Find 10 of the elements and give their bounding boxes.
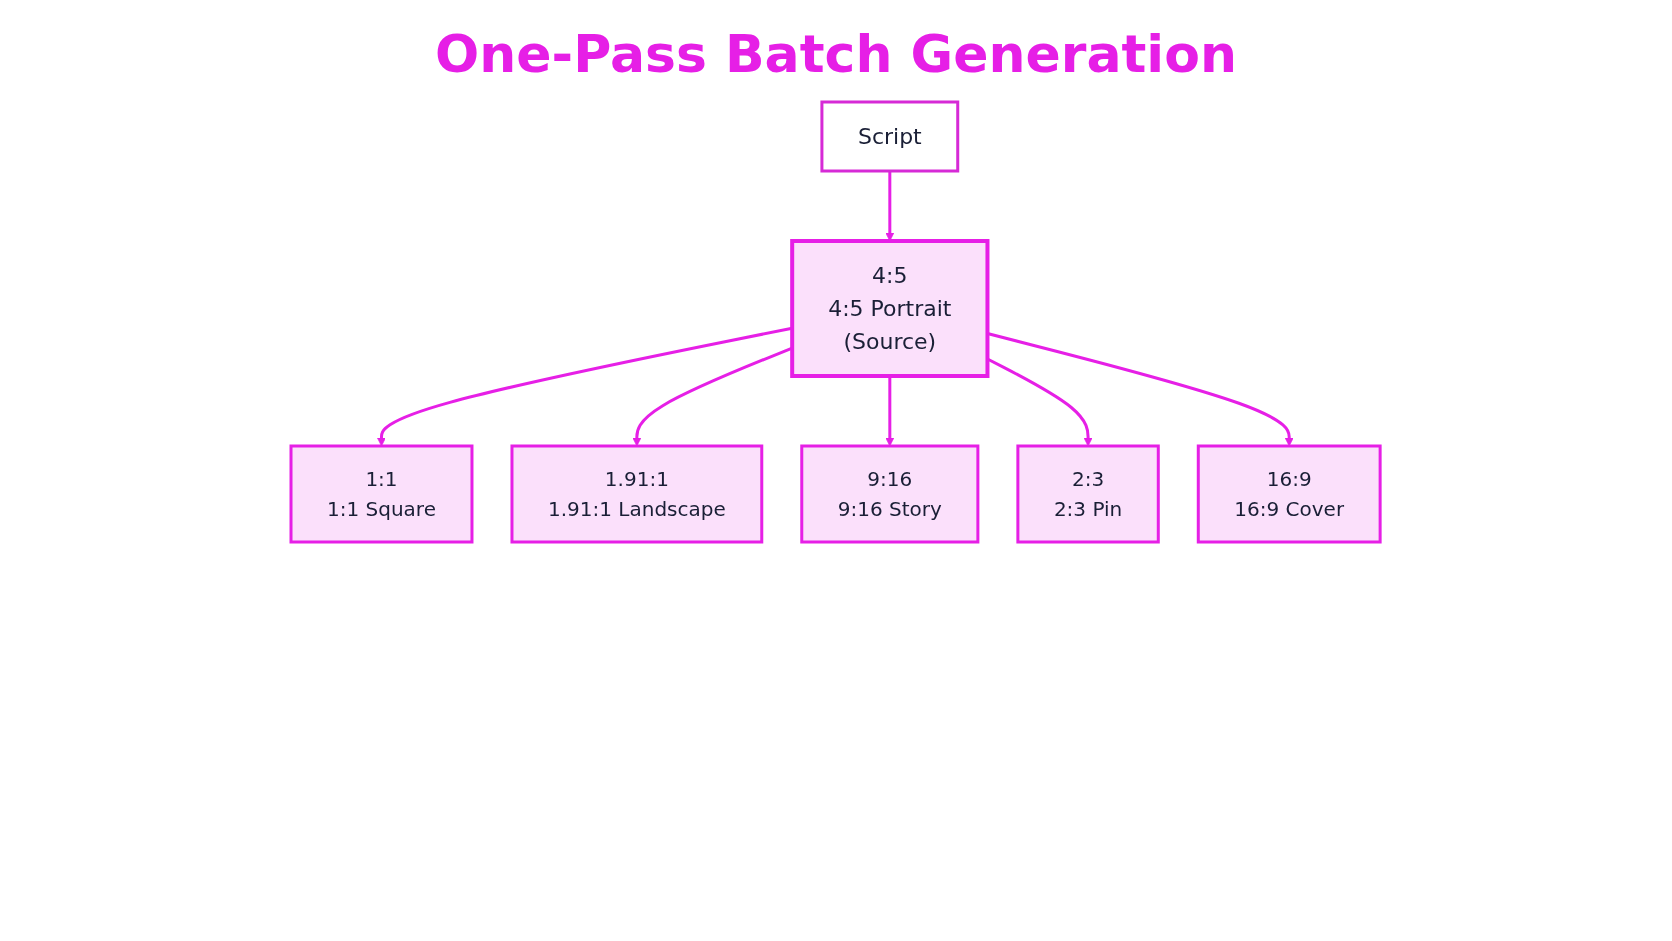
node-box: 1:1 1:1 Square <box>289 444 474 544</box>
node-box: 1.91:1 1.91:1 Landscape <box>510 444 764 544</box>
node-box: 16:9 16:9 Cover <box>1197 444 1383 544</box>
arrow <box>885 376 895 447</box>
node-box: Script <box>820 100 960 173</box>
diagram-title: One-Pass Batch Generation <box>434 24 1238 84</box>
node-box: 2:3 2:3 Pin <box>1016 444 1161 544</box>
node-box: 4:5 4:5 Portrait (Source) <box>790 239 990 378</box>
node-box: 9:16 9:16 Story <box>800 444 980 544</box>
arrow <box>885 171 895 242</box>
